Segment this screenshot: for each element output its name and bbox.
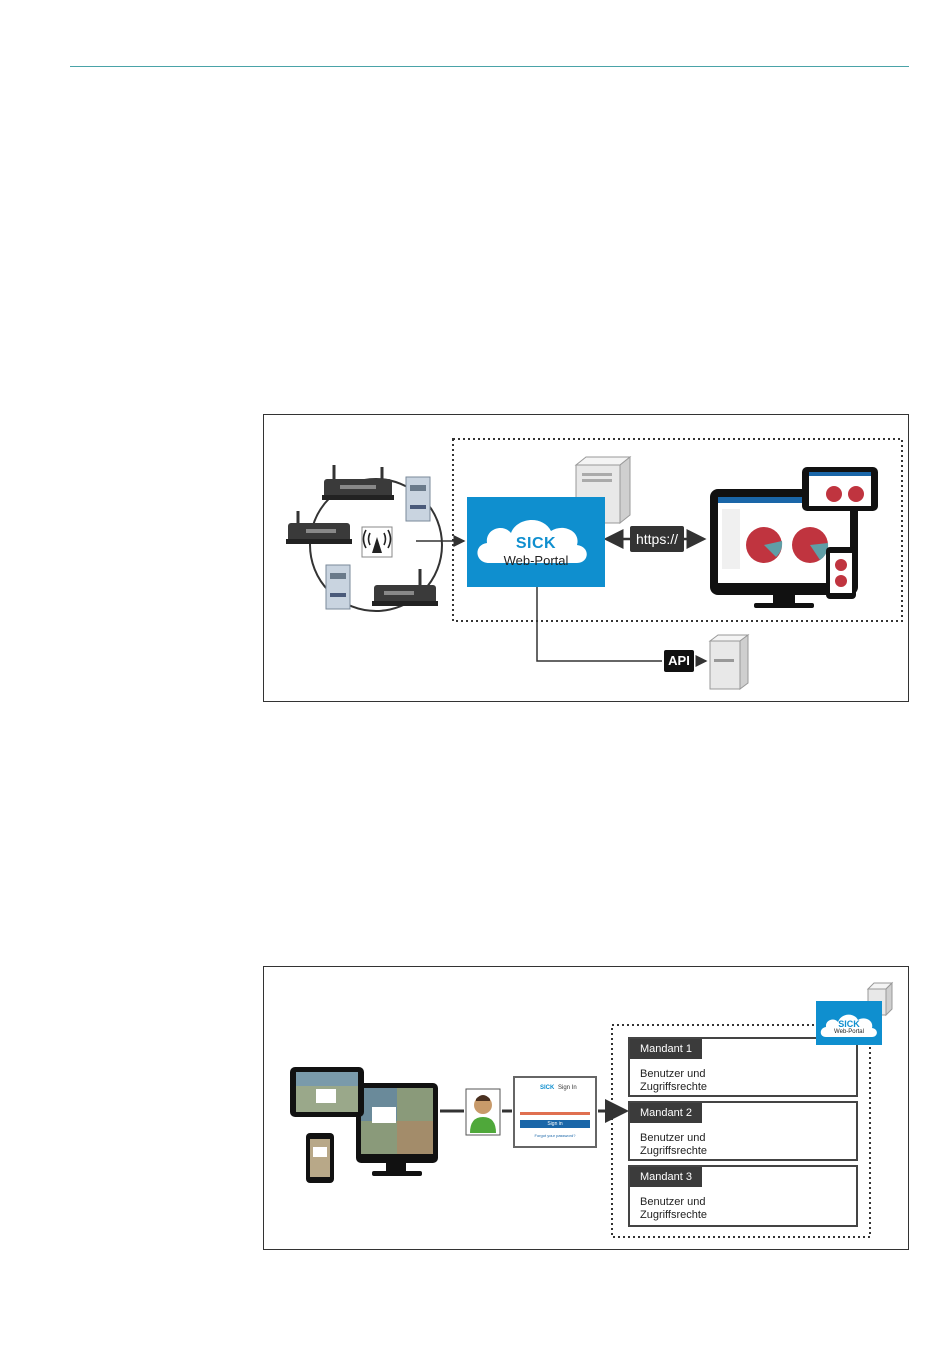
multi-tenant-diagram: SICK Sign In Sign in Forgot your passwor… (263, 966, 909, 1250)
wireless-signal-icon (362, 527, 392, 557)
gateway-device-icon (322, 465, 394, 500)
sensor-module-icon (326, 565, 350, 609)
sick-web-portal-box: SICK Web-Portal (467, 497, 605, 587)
tenant-description: Benutzer und Zugriffsrechte (640, 1068, 707, 1094)
header-rule (70, 66, 909, 67)
api-label: API (664, 650, 694, 672)
tenant-box-3: Mandant 3 Benutzer und Zugriffsrechte (628, 1165, 858, 1227)
portal-label: Web-Portal (467, 553, 605, 568)
portal-label: Web-Portal (816, 1029, 882, 1035)
login-title: Sign In (558, 1085, 577, 1091)
login-brand: SICK (540, 1085, 554, 1091)
external-server-icon (710, 635, 748, 689)
gateway-device-icon (372, 569, 438, 606)
sick-logo: SICK (467, 535, 605, 553)
tablet-icon (802, 467, 878, 511)
desktop-monitor-icon (356, 1083, 438, 1176)
tenant-description: Benutzer und Zugriffsrechte (640, 1196, 707, 1222)
api-connection-line (537, 587, 662, 661)
login-button[interactable]: Sign in (520, 1120, 590, 1128)
tenant-title: Mandant 1 (630, 1039, 702, 1059)
smartphone-icon (826, 547, 856, 599)
https-label: https:// (630, 526, 684, 552)
sick-logo: SICK (816, 1019, 882, 1029)
tenant-box-1: Mandant 1 Benutzer und Zugriffsrechte (628, 1037, 858, 1097)
tenant-box-2: Mandant 2 Benutzer und Zugriffsrechte (628, 1101, 858, 1161)
tablet-icon (290, 1067, 364, 1117)
gateway-device-icon (286, 511, 352, 544)
sensor-module-icon (406, 477, 430, 521)
user-avatar-icon (466, 1089, 500, 1135)
tenant-title: Mandant 2 (630, 1103, 702, 1123)
forgot-password-link[interactable]: Forgot your password? (520, 1133, 590, 1138)
smartphone-icon (306, 1133, 334, 1183)
tenant-title: Mandant 3 (630, 1167, 702, 1187)
architecture-diagram: SICK Web-Portal https:// API (263, 414, 909, 702)
sick-web-portal-badge: SICK Web-Portal (816, 1001, 882, 1045)
tenant-description: Benutzer und Zugriffsrechte (640, 1132, 707, 1158)
